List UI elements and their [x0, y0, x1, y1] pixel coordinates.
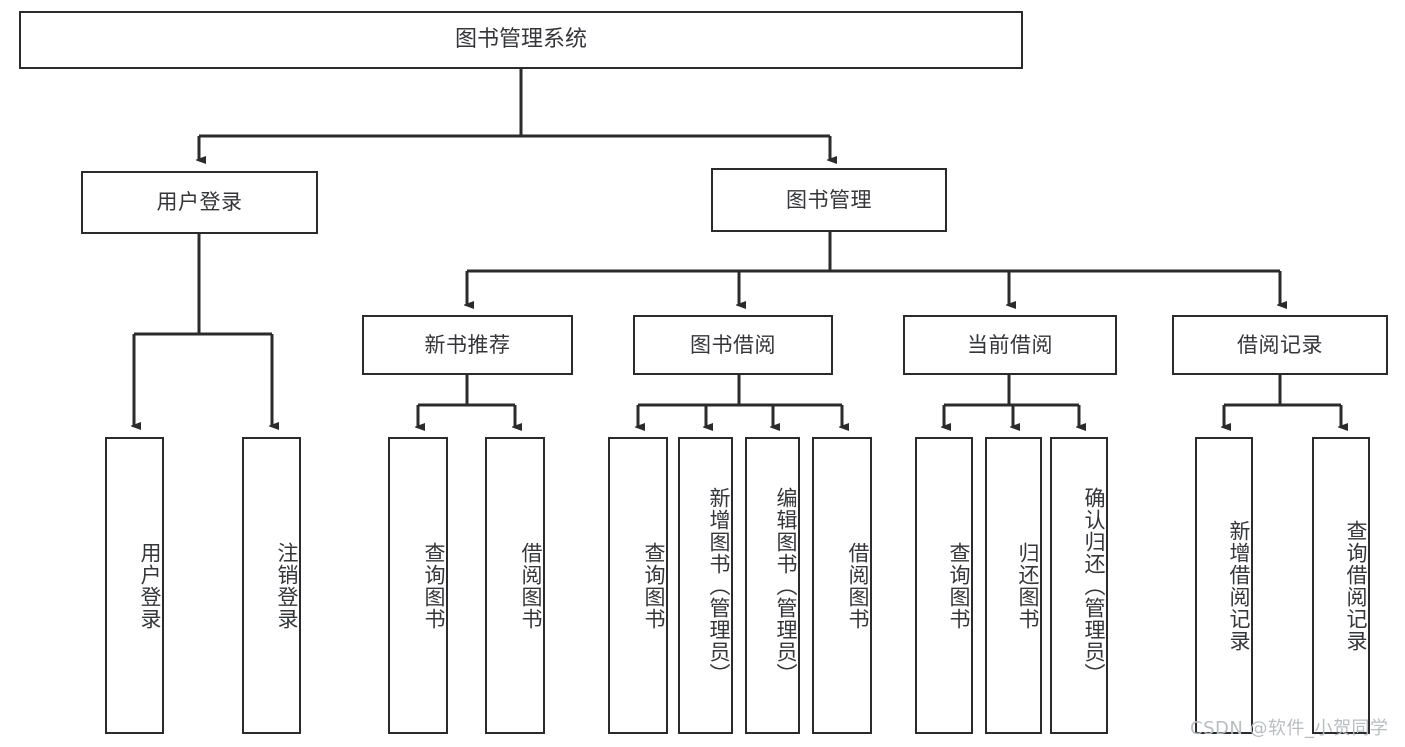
- node-new-book-recommend[interactable]: 新书推荐: [362, 315, 573, 375]
- leaf-user-login-label: 用户登录: [138, 541, 162, 630]
- leaf-new-book-borrow[interactable]: 借阅图书: [485, 437, 545, 734]
- node-current-borrow-label: 当前借阅: [967, 332, 1053, 357]
- leaf-new-book-borrow-label: 借阅图书: [519, 541, 543, 630]
- node-root-label: 图书管理系统: [454, 27, 587, 53]
- leaf-borrow-query-book[interactable]: 查询图书: [608, 437, 668, 734]
- node-new-book-recommend-label: 新书推荐: [424, 332, 511, 357]
- leaf-confirm-return-admin[interactable]: 确认归还（管理员）: [1050, 437, 1108, 734]
- node-book-management[interactable]: 图书管理: [711, 168, 947, 232]
- node-user-login-label: 用户登录: [156, 190, 243, 215]
- leaf-return-book[interactable]: 归还图书: [985, 437, 1042, 734]
- watermark: CSDN @软件_小贺同学: [1190, 718, 1389, 739]
- leaf-borrow-book[interactable]: 借阅图书: [812, 437, 872, 734]
- leaf-user-login[interactable]: 用户登录: [105, 437, 164, 734]
- leaf-new-book-query[interactable]: 查询图书: [388, 437, 448, 734]
- node-book-management-label: 图书管理: [786, 187, 872, 212]
- leaf-new-book-query-label: 查询图书: [422, 541, 446, 630]
- leaf-edit-book-admin-label: 编辑图书（管理员）: [774, 486, 798, 685]
- leaf-current-query-book-label: 查询图书: [947, 541, 971, 630]
- leaf-query-borrow-record[interactable]: 查询借阅记录: [1312, 437, 1370, 734]
- leaf-confirm-return-admin-label: 确认归还（管理员）: [1082, 486, 1106, 685]
- leaf-add-borrow-record-label: 新增借阅记录: [1227, 519, 1251, 652]
- leaf-add-book-admin[interactable]: 新增图书（管理员）: [678, 437, 733, 734]
- leaf-borrow-book-label: 借阅图书: [846, 541, 870, 630]
- leaf-return-book-label: 归还图书: [1016, 541, 1040, 630]
- node-borrow-record[interactable]: 借阅记录: [1172, 315, 1388, 375]
- node-borrow-record-label: 借阅记录: [1237, 332, 1323, 357]
- leaf-add-book-admin-label: 新增图书（管理员）: [707, 486, 731, 685]
- leaf-current-query-book[interactable]: 查询图书: [915, 437, 973, 734]
- leaf-borrow-query-book-label: 查询图书: [642, 541, 666, 630]
- leaf-logout-label: 注销登录: [275, 541, 299, 630]
- node-current-borrow[interactable]: 当前借阅: [903, 315, 1117, 375]
- node-book-borrow-label: 图书借阅: [690, 332, 776, 357]
- leaf-edit-book-admin[interactable]: 编辑图书（管理员）: [745, 437, 800, 734]
- leaf-logout[interactable]: 注销登录: [242, 437, 301, 734]
- node-user-login[interactable]: 用户登录: [81, 171, 318, 234]
- node-book-borrow[interactable]: 图书借阅: [633, 315, 833, 375]
- leaf-query-borrow-record-label: 查询借阅记录: [1344, 519, 1368, 652]
- leaf-add-borrow-record[interactable]: 新增借阅记录: [1195, 437, 1253, 734]
- node-root[interactable]: 图书管理系统: [19, 11, 1023, 69]
